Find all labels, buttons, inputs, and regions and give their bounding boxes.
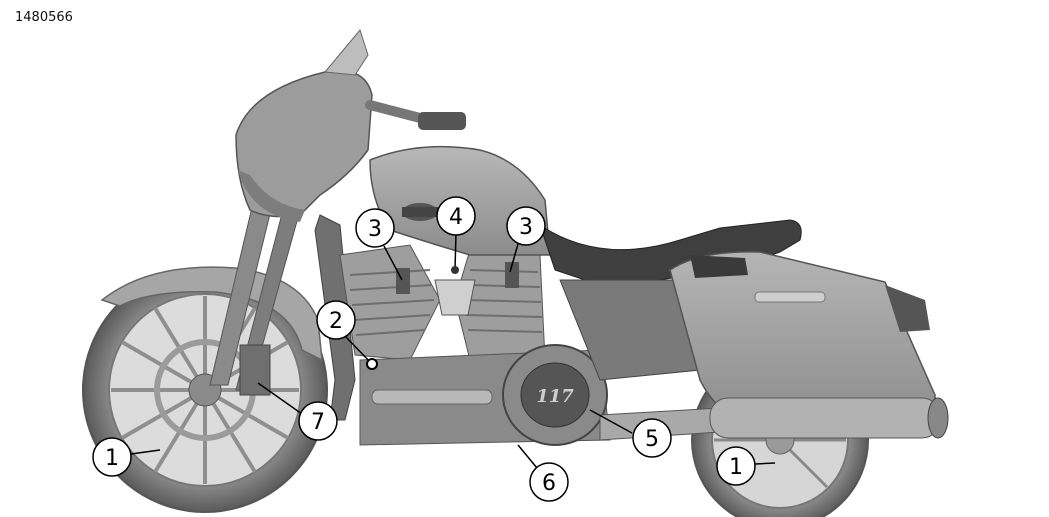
- callout-5: 5: [632, 418, 672, 458]
- leader-2: [344, 335, 373, 365]
- svg-text:4: 4: [449, 205, 463, 230]
- svg-text:3: 3: [368, 217, 382, 242]
- fairing: [235, 28, 373, 222]
- callout-3b: 3: [506, 206, 546, 246]
- footboard: [371, 389, 493, 405]
- callout-6: 6: [529, 462, 569, 502]
- windshield: [324, 28, 369, 76]
- brake-caliper: [239, 344, 271, 396]
- primary-cover: 117: [502, 344, 608, 446]
- leader-4-target: [451, 266, 459, 274]
- leader-5: [589, 409, 633, 434]
- svg-text:5: 5: [645, 427, 659, 452]
- callout-2: 2: [316, 300, 356, 340]
- seat: [539, 219, 802, 286]
- leader-4: [454, 232, 457, 271]
- rear-light: [690, 255, 748, 278]
- svg-text:3: 3: [519, 215, 533, 240]
- tank-logo: [402, 203, 438, 221]
- muffler: [709, 397, 941, 439]
- callout-7: 7: [298, 401, 338, 441]
- handgrip: [418, 112, 466, 130]
- svg-text:1: 1: [729, 455, 743, 480]
- svg-text:6: 6: [542, 471, 556, 496]
- spark-plug-rear: [505, 262, 519, 288]
- svg-text:2: 2: [329, 309, 343, 334]
- leader-3a: [383, 245, 403, 281]
- svg-text:1: 1: [105, 446, 119, 471]
- svg-text:7: 7: [311, 410, 325, 435]
- leader-7: [257, 382, 303, 415]
- document-id: 1480566: [15, 10, 73, 25]
- leader-6: [517, 444, 538, 469]
- air-cleaner: [434, 279, 476, 316]
- leader-3b: [509, 243, 519, 273]
- saddlebag-latch: [754, 291, 826, 303]
- engine-emblem: 117: [536, 386, 574, 407]
- handlebar: [365, 100, 466, 130]
- leader-1b: [754, 462, 776, 465]
- callout-3a: 3: [355, 208, 395, 248]
- callout-1b: 1: [716, 446, 756, 486]
- saddlebag: [669, 251, 936, 426]
- leader-1a: [130, 449, 161, 455]
- leader-2-target: [366, 358, 378, 370]
- turn-signal: [885, 285, 930, 332]
- leader-lines: [130, 232, 776, 469]
- callout-4: 4: [436, 196, 476, 236]
- callout-1a: 1: [92, 437, 132, 477]
